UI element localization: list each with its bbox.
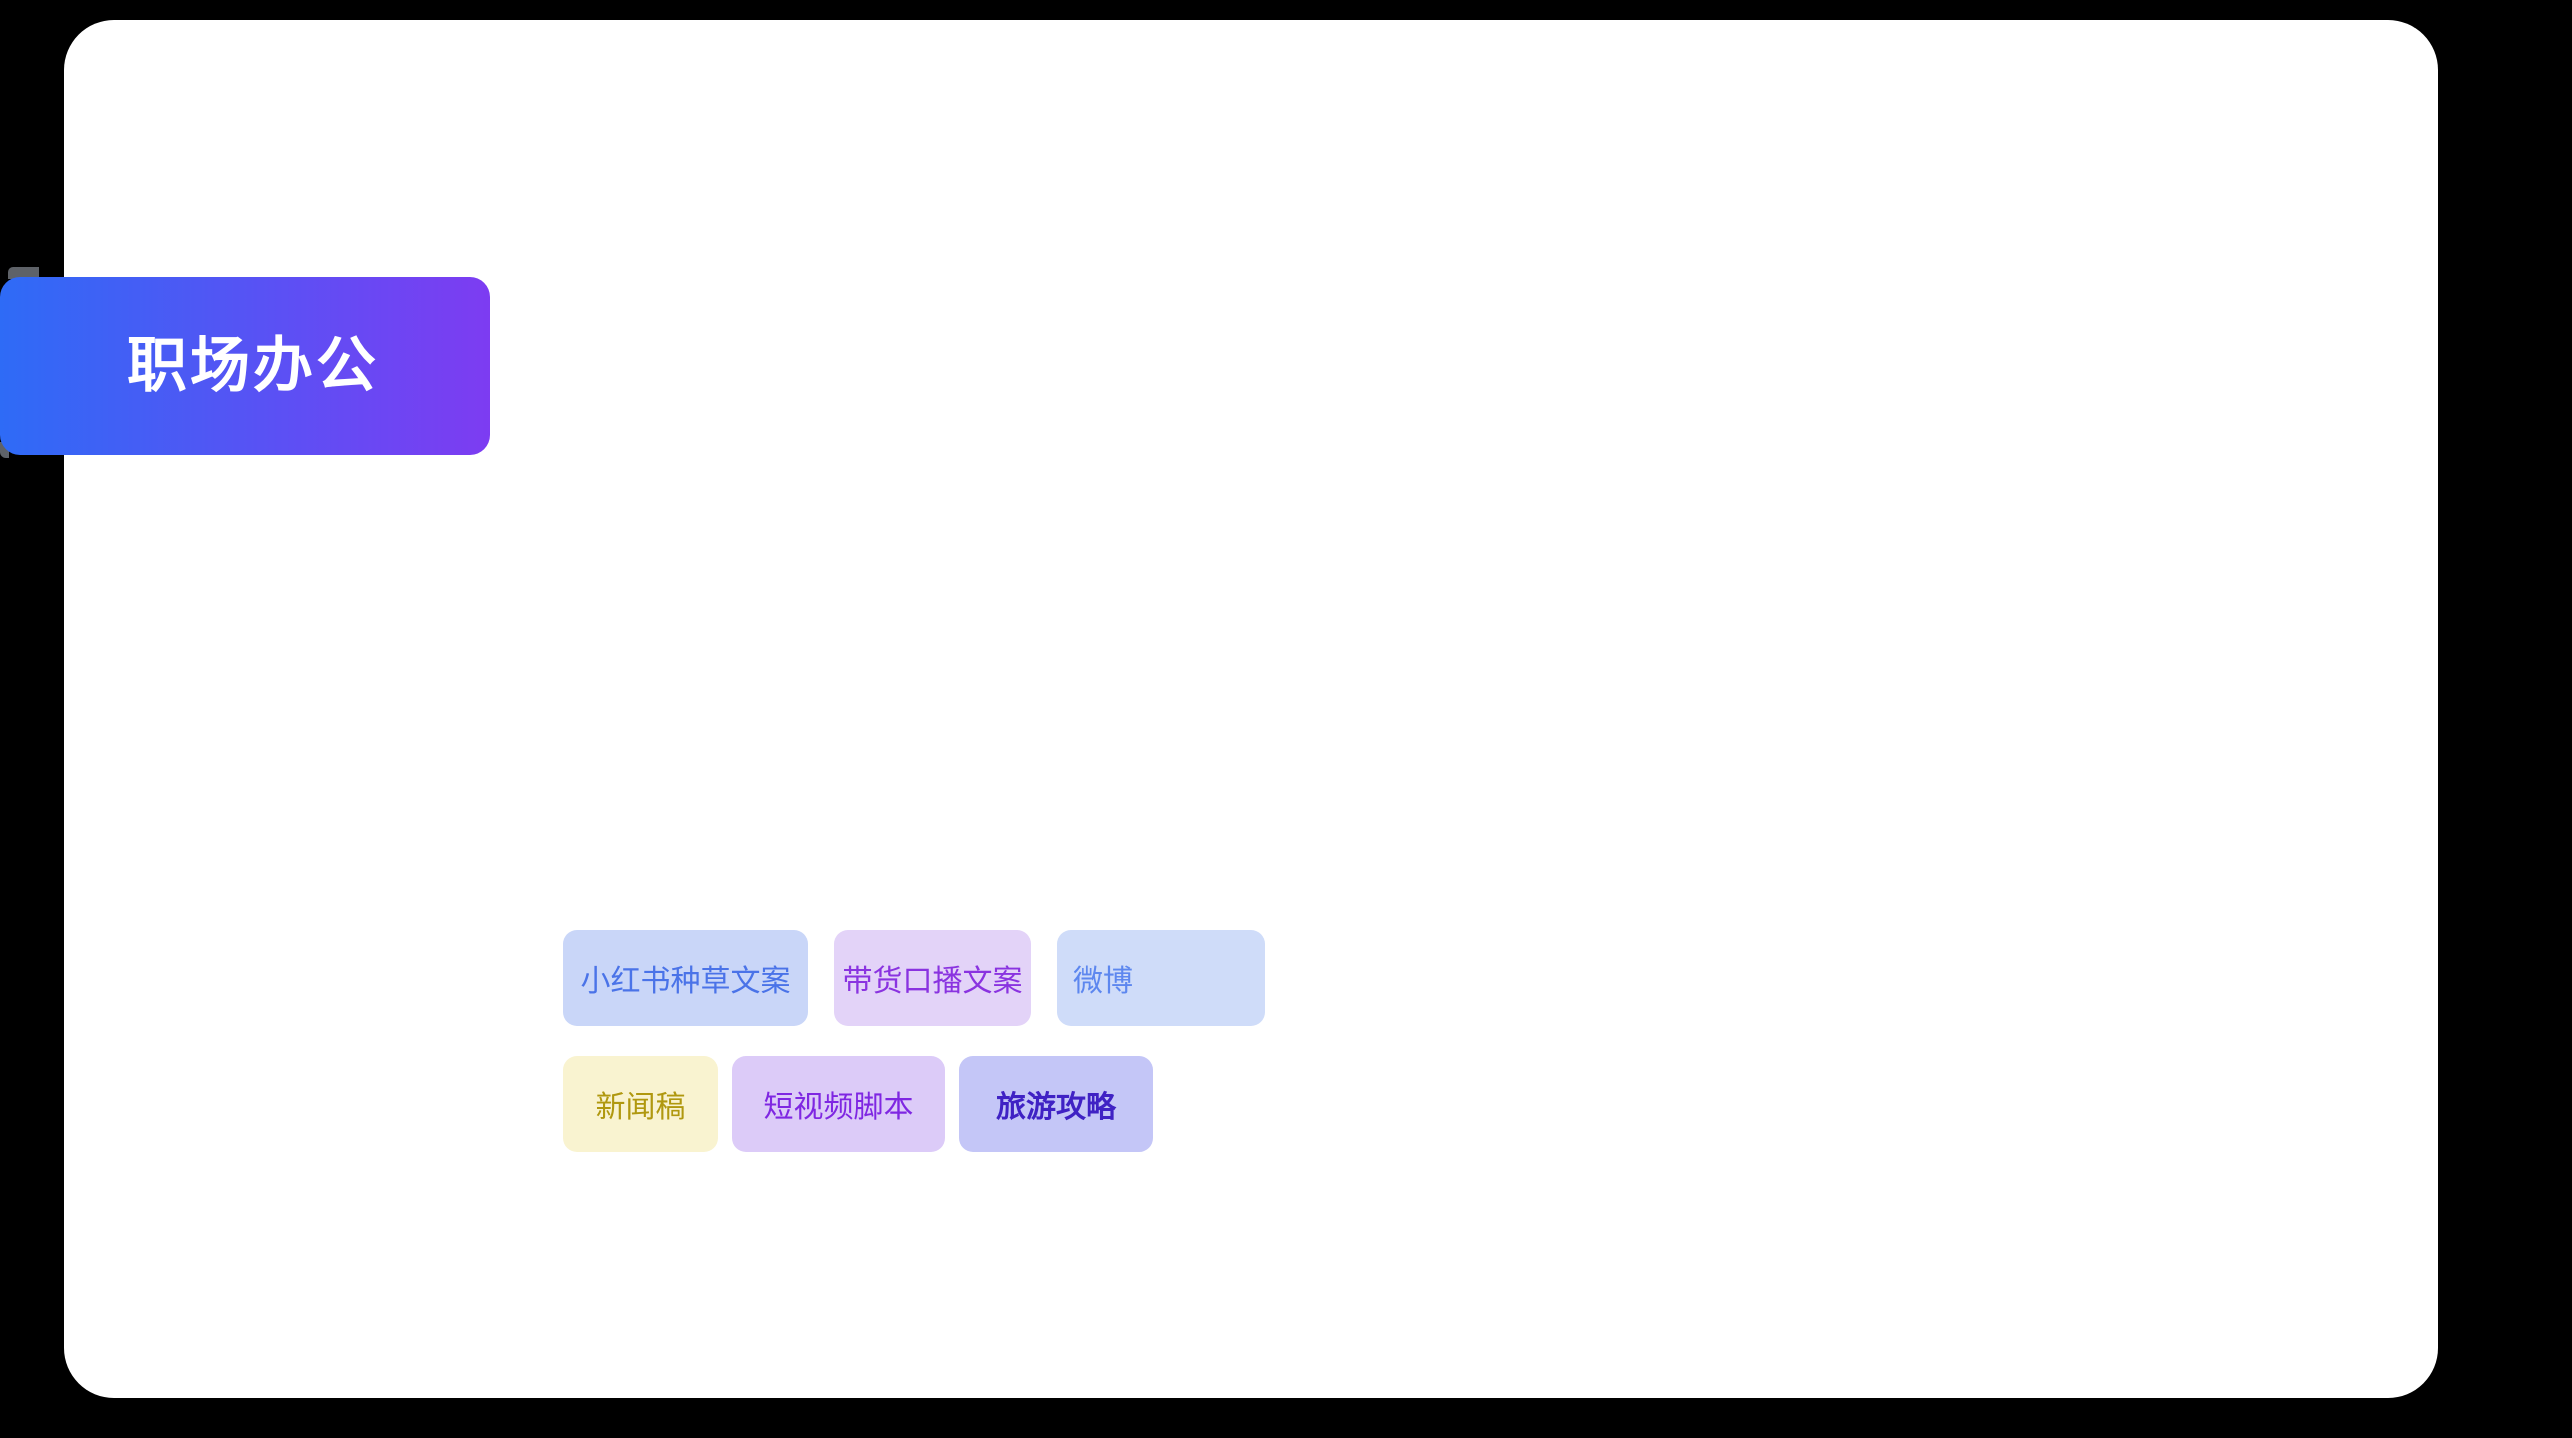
tag-short-video-script[interactable]: 短视频脚本 bbox=[732, 1056, 945, 1152]
tag-press-release[interactable]: 新闻稿 bbox=[563, 1056, 718, 1152]
category-ribbon[interactable]: 职场办公 bbox=[0, 277, 490, 455]
ribbon-backing-sliver-bottom bbox=[0, 442, 9, 458]
tag-xiaohongshu-seeding-copy[interactable]: 小红书种草文案 bbox=[563, 930, 808, 1026]
tag-row: 新闻稿短视频脚本旅游攻略 bbox=[563, 1056, 1265, 1152]
content-card bbox=[64, 20, 2438, 1398]
category-ribbon-label: 职场办公 bbox=[127, 332, 379, 399]
ribbon-backing-sliver-top bbox=[8, 267, 39, 279]
tag-weibo[interactable]: 微博 bbox=[1057, 930, 1265, 1026]
tag-grid: 小红书种草文案带货口播文案微博新闻稿短视频脚本旅游攻略 bbox=[563, 930, 1265, 1152]
tag-livestream-sales-script[interactable]: 带货口播文案 bbox=[834, 930, 1031, 1026]
tag-travel-guide[interactable]: 旅游攻略 bbox=[959, 1056, 1153, 1152]
tag-row: 小红书种草文案带货口播文案微博 bbox=[563, 930, 1265, 1026]
